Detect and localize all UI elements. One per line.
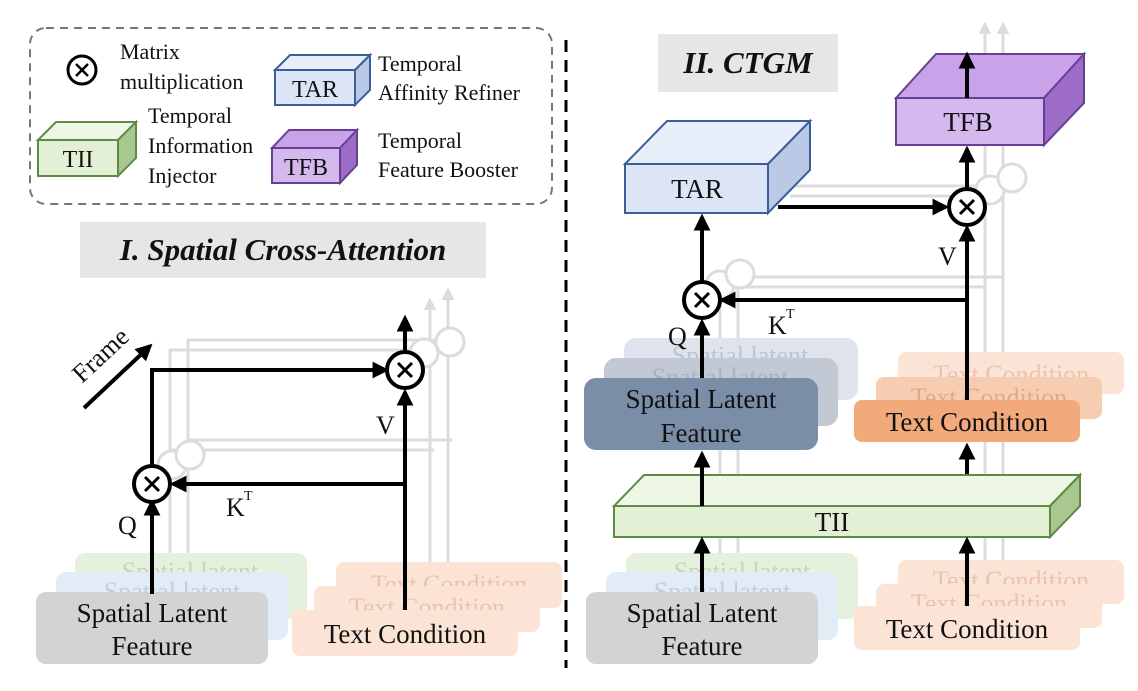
section2-tar-label: TAR bbox=[671, 174, 723, 204]
section2-title-bg bbox=[658, 34, 838, 92]
section2-v-label: V bbox=[938, 242, 957, 271]
section-ctgm: II. CTGM TFB TAR bbox=[584, 21, 1124, 664]
legend-tii-label: TII bbox=[63, 147, 94, 173]
section2-upper-latent-line1: Spatial Latent bbox=[626, 384, 777, 414]
section2-tfb-block: TFB bbox=[893, 51, 1087, 148]
section1-flow-arrows bbox=[82, 314, 414, 610]
section2-upper-latent-line2: Feature bbox=[661, 418, 742, 448]
section2-lower-latent-line1: Spatial Latent bbox=[627, 598, 778, 628]
section2-matmul-qk-icon bbox=[682, 280, 722, 320]
section1-v-label: V bbox=[376, 411, 395, 440]
legend-matmul-line1: Matrix bbox=[120, 39, 180, 64]
section1-k-sup: T bbox=[244, 489, 253, 504]
section1-latent-line1: Spatial Latent bbox=[77, 598, 228, 628]
legend-tfb-desc-line2: Feature Booster bbox=[378, 157, 519, 182]
section2-lower-text-label: Text Condition bbox=[886, 614, 1049, 644]
legend-tii-desc-line1: Temporal bbox=[148, 103, 232, 128]
section2-upper-text-card bbox=[854, 400, 1080, 442]
section-spatial-cross-attention: I. Spatial Cross-Attention Spatial laten… bbox=[36, 222, 562, 664]
section2-tar-block: TAR bbox=[622, 118, 813, 216]
legend-tar-box: TAR bbox=[272, 52, 373, 108]
legend: Matrix multiplication TAR Temporal Affin… bbox=[29, 27, 553, 205]
section1-q-label: Q bbox=[118, 511, 137, 540]
section2-flow-arrows bbox=[693, 51, 976, 606]
section2-tii-block: TII bbox=[611, 472, 1083, 540]
section1-latent-line2: Feature bbox=[112, 631, 193, 661]
legend-tii-box: TII bbox=[35, 119, 139, 179]
legend-tfb-desc-line1: Temporal bbox=[378, 128, 462, 153]
section2-title: II. CTGM bbox=[682, 45, 814, 80]
legend-tii-desc-line3: Injector bbox=[148, 163, 217, 188]
section1-k-label: K bbox=[226, 493, 245, 522]
legend-tar-desc-line2: Affinity Refiner bbox=[378, 80, 521, 105]
legend-tfb-label: TFB bbox=[284, 155, 328, 181]
section2-lower-text-card bbox=[854, 606, 1080, 650]
section1-title-bg bbox=[80, 222, 486, 278]
section2-k-label: K bbox=[768, 311, 787, 340]
section1-text-label: Text Condition bbox=[324, 619, 487, 649]
section2-upper-latent-card bbox=[584, 378, 818, 450]
matmul-legend-icon bbox=[66, 54, 98, 86]
legend-tii-desc-line2: Information bbox=[148, 133, 253, 158]
section1-text-card bbox=[292, 610, 518, 656]
section2-lower-latent-line2: Feature bbox=[662, 631, 743, 661]
legend-matmul-line2: multiplication bbox=[120, 69, 243, 94]
legend-tar-label: TAR bbox=[292, 77, 338, 103]
legend-tfb-box: TFB bbox=[269, 127, 360, 186]
section2-upper-text-label: Text Condition bbox=[886, 407, 1049, 437]
section2-k-sup: T bbox=[786, 307, 795, 322]
section2-tii-label: TII bbox=[815, 507, 849, 537]
section1-matmul-v-icon bbox=[385, 350, 425, 390]
section1-frame-label: Frame bbox=[66, 322, 134, 389]
section2-q-label: Q bbox=[668, 322, 687, 351]
section1-matmul-qk-icon bbox=[132, 464, 172, 504]
legend-border bbox=[29, 27, 553, 205]
section2-tfb-label: TFB bbox=[943, 107, 993, 137]
section2-lower-latent-card bbox=[586, 592, 818, 664]
section2-matmul-v-icon bbox=[947, 187, 987, 227]
section1-latent-card bbox=[36, 592, 268, 664]
section1-ghost-paths bbox=[156, 287, 466, 580]
legend-tar-desc-line1: Temporal bbox=[378, 51, 462, 76]
section1-title: I. Spatial Cross-Attention bbox=[119, 232, 446, 267]
